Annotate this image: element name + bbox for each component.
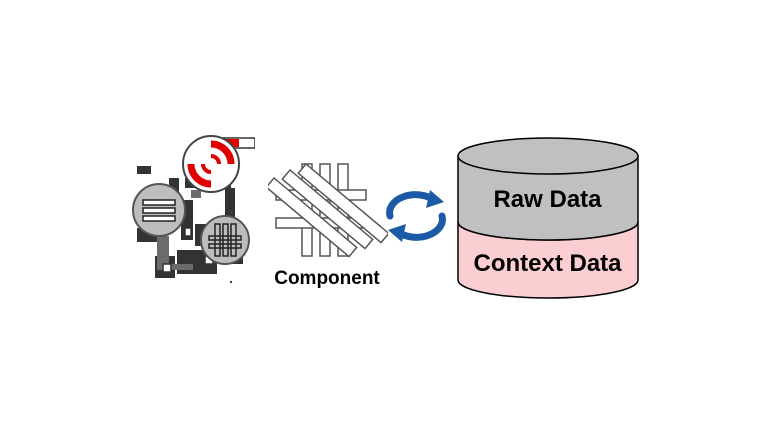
context-data-label: Context Data (473, 250, 622, 277)
machine-assembly-icon (132, 135, 255, 284)
woven-component-icon (268, 162, 388, 258)
refresh-cycle-icon (386, 190, 446, 242)
raw-data-label: Raw Data (493, 186, 602, 213)
component-label: Component (274, 268, 380, 289)
database-cylinder-icon (457, 137, 639, 299)
